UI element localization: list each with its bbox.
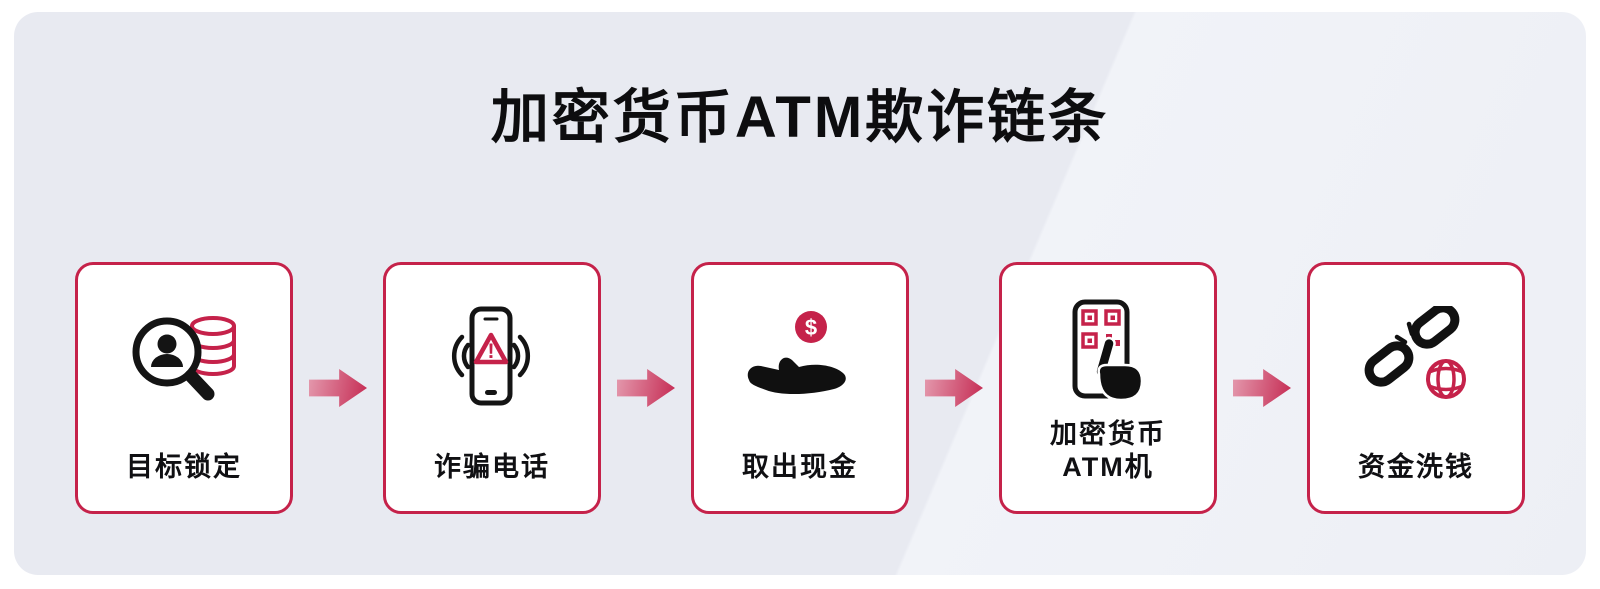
- magnifier-user-database-icon: [88, 291, 280, 423]
- hand-coin-icon: $: [704, 291, 896, 423]
- step-card-withdraw-cash: $ 取出现金: [691, 262, 909, 514]
- flow-arrow-4: [1233, 369, 1291, 407]
- page-title: 加密货币ATM欺诈链条: [490, 85, 1110, 150]
- flow-arrow-2: [617, 369, 675, 407]
- flow-arrow-1: [309, 369, 367, 407]
- fraud-chain-flow: 目标锁定 !: [14, 262, 1586, 514]
- step-card-crypto-atm: 加密货币 ATM机: [999, 262, 1217, 514]
- step-card-money-laundering: 资金洗钱: [1307, 262, 1525, 514]
- qr-phone-hand-icon: [1012, 291, 1204, 418]
- step-card-scam-call: ! 诈骗电话: [383, 262, 601, 514]
- alert-exclamation: !: [488, 340, 495, 363]
- broken-chain-globe-icon: [1320, 291, 1512, 423]
- step-card-target-lock: 目标锁定: [75, 262, 293, 514]
- step-label: 目标锁定: [126, 452, 242, 483]
- step-label: 诈骗电话: [434, 452, 550, 483]
- phone-alert-icon: !: [396, 291, 588, 423]
- fraud-chain-panel: 加密货币ATM欺诈链条: [14, 12, 1586, 575]
- step-label-line2: ATM机: [1062, 452, 1154, 483]
- step-label-line1: 加密货币: [1050, 418, 1166, 449]
- step-label: 资金洗钱: [1358, 452, 1474, 483]
- flow-arrow-3: [925, 369, 983, 407]
- step-label: 取出现金: [742, 452, 858, 483]
- step-label: 加密货币 ATM机: [1050, 418, 1166, 486]
- coin-dollar-sign: $: [805, 315, 817, 340]
